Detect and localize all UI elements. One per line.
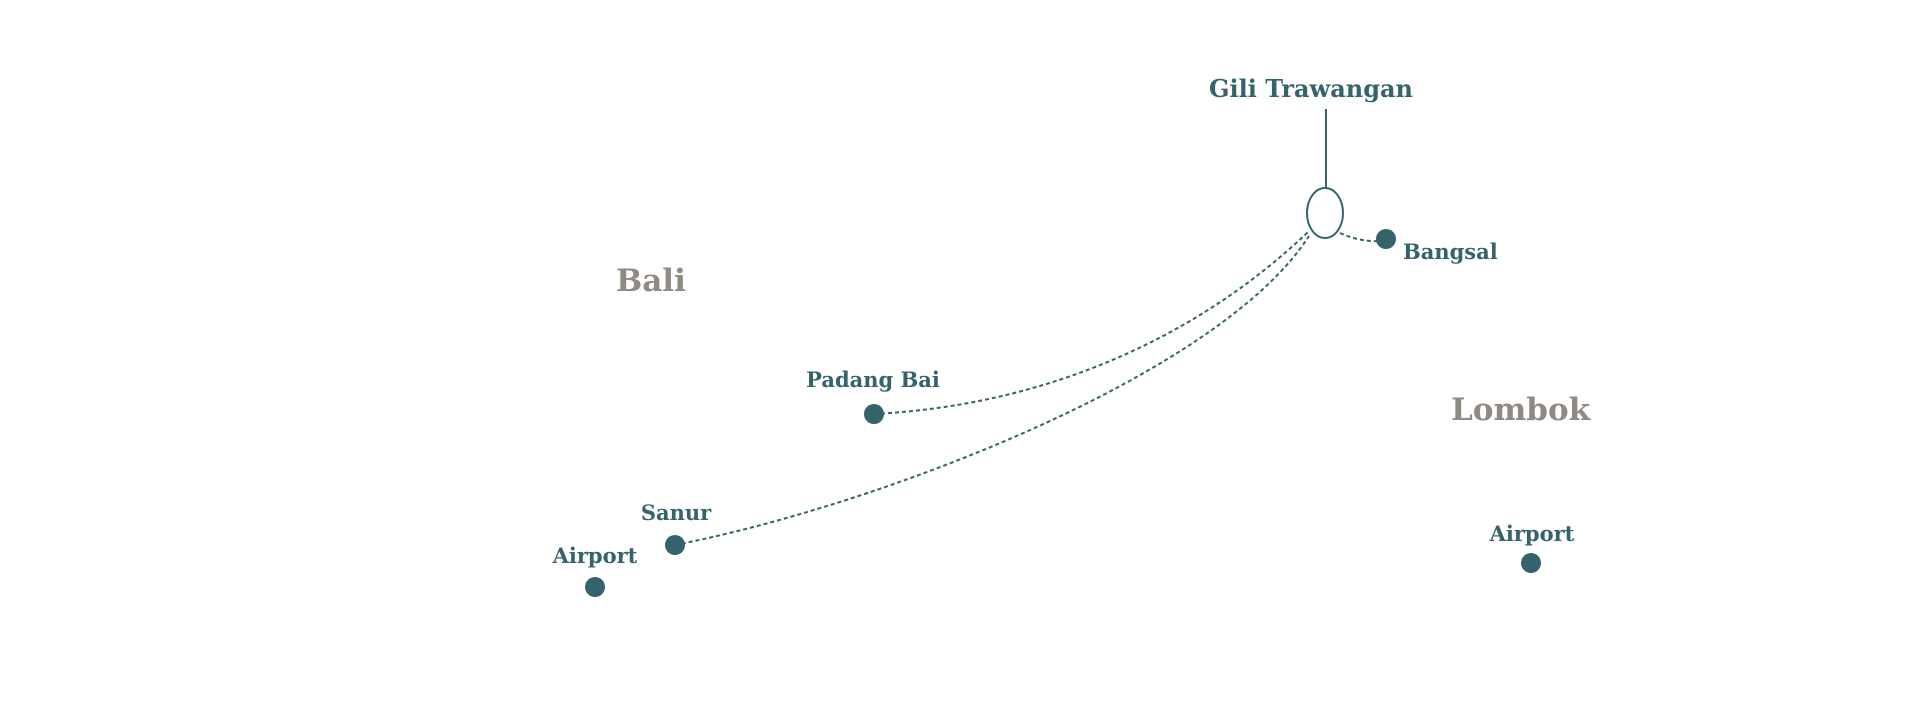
lombok-airport-dot[interactable] bbox=[1521, 553, 1541, 573]
route-sanur-to-gili-trawangan bbox=[674, 235, 1310, 546]
place-label-bali-airport: Airport bbox=[552, 543, 638, 568]
place-label-sanur: Sanur bbox=[641, 500, 712, 525]
padang-bai-dot[interactable] bbox=[864, 404, 884, 424]
place-label-padang-bai: Padang Bai bbox=[806, 367, 940, 392]
bali-airport-dot[interactable] bbox=[585, 577, 605, 597]
region-label-bali: Bali bbox=[616, 263, 686, 299]
island-label-gili-trawangan: Gili Trawangan bbox=[1209, 74, 1413, 103]
bangsal-dot[interactable] bbox=[1376, 229, 1396, 249]
region-label-lombok: Lombok bbox=[1451, 392, 1592, 428]
gili-trawangan-marker[interactable] bbox=[1306, 109, 1344, 239]
route-padang-bai-to-gili-trawangan bbox=[873, 231, 1309, 415]
sanur-dot[interactable] bbox=[665, 535, 685, 555]
place-label-lombok-airport: Airport bbox=[1489, 521, 1575, 546]
island-ring-icon bbox=[1306, 187, 1344, 239]
ferry-routes bbox=[674, 231, 1387, 546]
place-label-bangsal: Bangsal bbox=[1403, 239, 1498, 264]
